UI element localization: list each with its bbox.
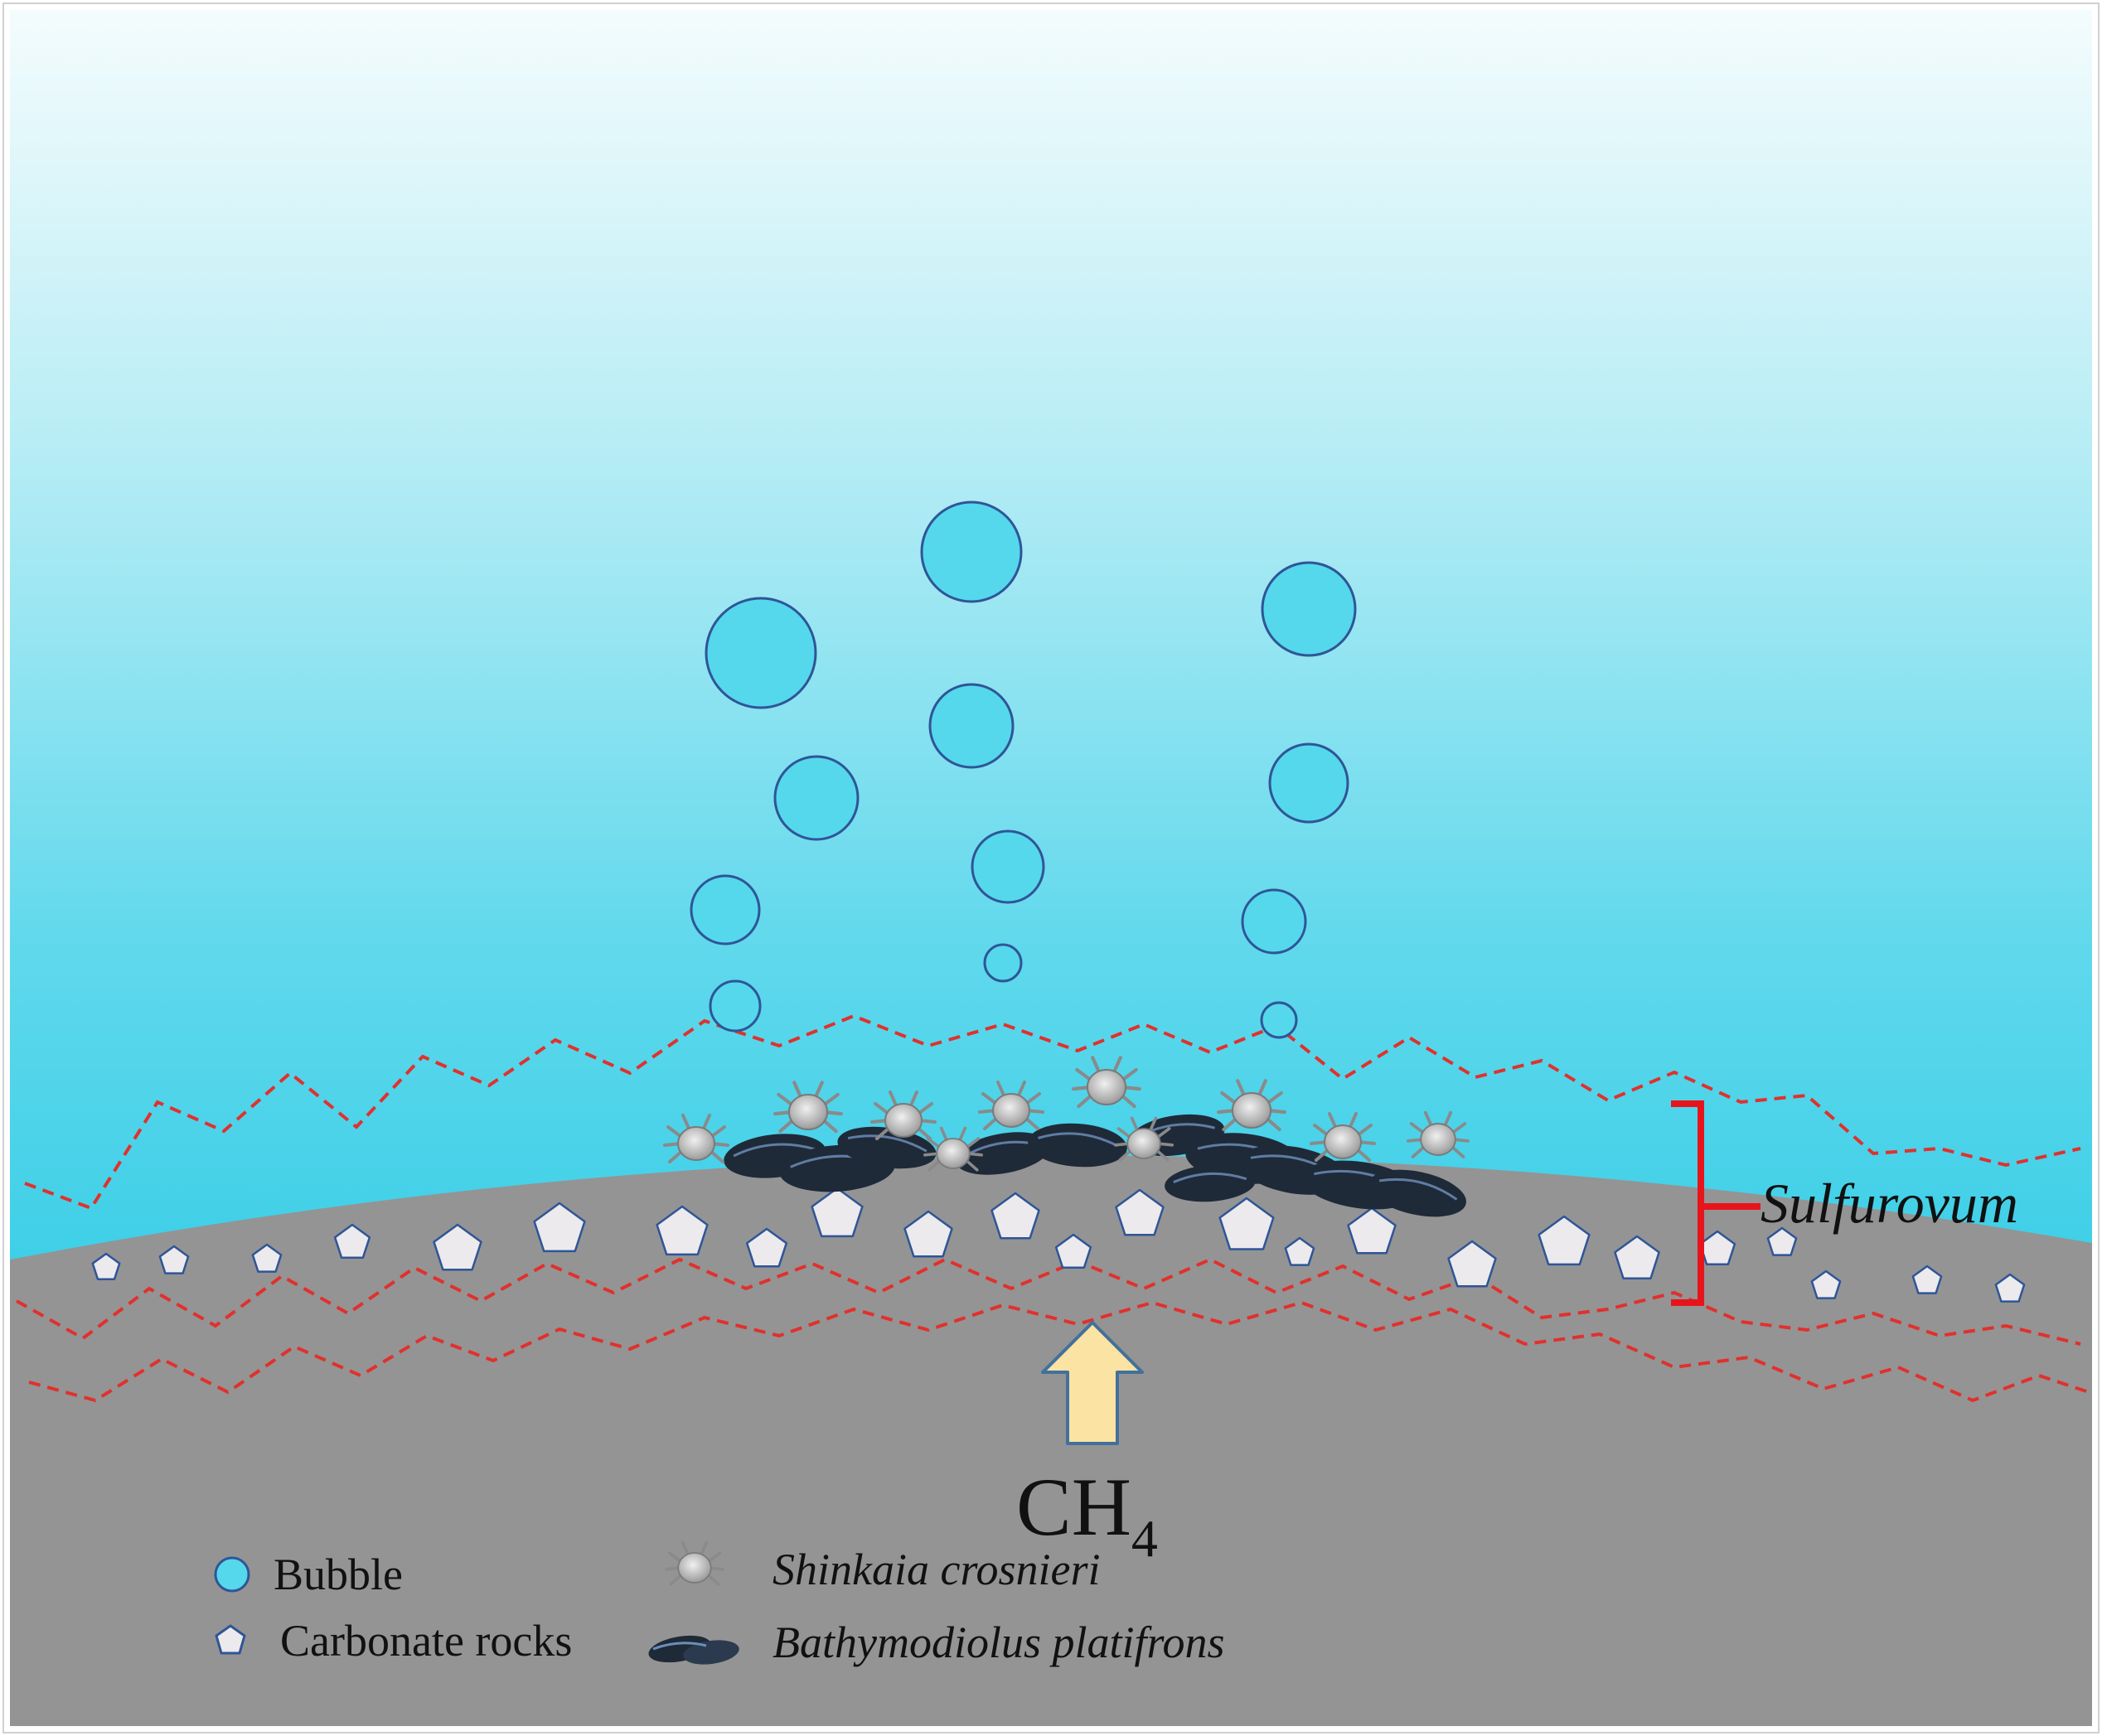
mussel [1368,1169,1466,1217]
zone-boundary-line-3 [28,1300,2090,1403]
crab [773,1081,843,1134]
carbonate-rock-icon [215,1624,246,1655]
crab [1406,1110,1470,1158]
sulfurovum-zone-boundaries [16,1013,2090,1403]
carbonate-rock [1218,1197,1275,1250]
bubble-icon [214,1556,250,1593]
bubble [705,597,817,709]
carbonate-rock [158,1245,190,1274]
carbonate-rock [990,1192,1040,1240]
bubble [1241,888,1307,955]
carbonate-rock [1115,1188,1165,1236]
crab [1310,1112,1376,1162]
bubble [928,683,1015,769]
legend: Bubble Carbonate rocks Shinkaia crosnier… [214,1540,1225,1667]
zone-bracket [1671,1100,1761,1306]
crab [870,1090,937,1140]
carbonate-rock [811,1187,864,1238]
bubble [920,500,1023,603]
carbonate-rock [1447,1240,1497,1288]
carbonate-rock [1538,1215,1591,1266]
carbonate-rock [1347,1206,1397,1255]
carbonate-rock [91,1252,121,1281]
zone-boundary-line-2 [16,1257,2081,1346]
crab [1113,1116,1175,1162]
bubble [971,829,1045,904]
carbonate-rock [1994,1273,2026,1303]
bubble [1261,561,1357,657]
mussel-icon [648,1635,739,1665]
carbonate-rock [1911,1265,1943,1294]
carbonate-rock [1054,1233,1092,1269]
crab-legend-glyph [664,1540,725,1586]
legend-crab-label: Shinkaia crosnieri [773,1545,1100,1594]
legend-rocks-label: Carbonate rocks [280,1616,572,1666]
carbonate-rock [1284,1236,1315,1266]
carbonate-rock [745,1227,788,1268]
methane-formula: CH [1016,1461,1131,1553]
zone-label: Sulfurovum [1761,1172,2018,1235]
carbonate-rocks-layer [91,1187,2026,1303]
zone-boundary-line-1 [24,1013,2081,1211]
legend-mussel-label: Bathymodiolus platifrons [773,1618,1225,1667]
bubble [690,874,761,945]
bubble-plumes [690,500,1357,1039]
carbonate-rock [333,1223,371,1260]
carbonate-rock [1810,1269,1842,1299]
up-arrow-icon [1041,1321,1144,1445]
crab-icon [664,1540,725,1586]
carbonate-rock [656,1205,709,1256]
methane-label: CH4 [1016,1461,1158,1568]
mussel [837,1126,937,1169]
crab [923,1126,984,1172]
crab [1072,1056,1141,1109]
carbonate-rock [251,1243,283,1273]
bubble [709,979,762,1032]
fauna-cluster [663,1056,1470,1217]
carbonate-rock [1614,1235,1660,1279]
mussel [1028,1123,1127,1168]
crab [978,1081,1044,1130]
sediment-mound [10,1155,2092,1726]
bubble [773,755,860,841]
carbonate-rock [1766,1226,1798,1256]
carbonate-rock [903,1210,953,1258]
mussel [1165,1164,1256,1202]
carbonate-rock [533,1202,586,1253]
crab [1217,1079,1286,1132]
bubble [1268,742,1349,824]
bubble [983,943,1023,983]
bubble [1260,1001,1298,1039]
crab [663,1114,729,1163]
legend-bubble-label: Bubble [274,1550,403,1599]
methane-subscript: 4 [1131,1509,1158,1568]
carbonate-rock [433,1223,482,1271]
